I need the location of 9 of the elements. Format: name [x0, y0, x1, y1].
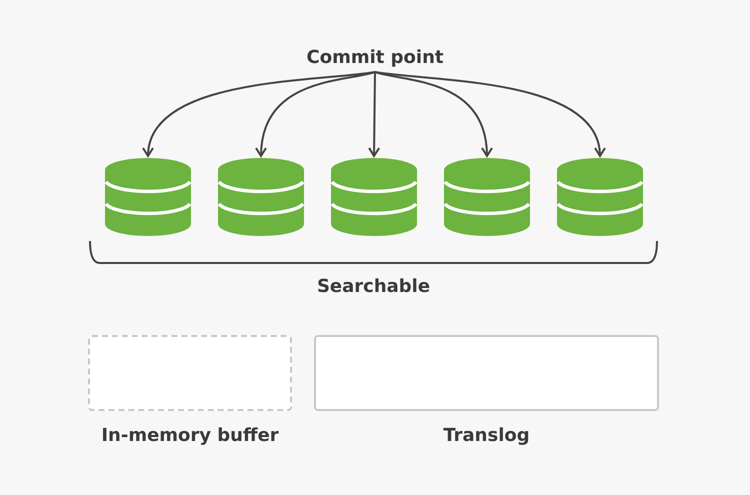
- node-label: Commit point: [300, 44, 450, 72]
- box-label: Translog: [442, 424, 531, 448]
- arrow: [374, 71, 492, 157]
- group-label: Searchable: [316, 276, 432, 297]
- arrow: [368, 72, 380, 157]
- arrow: [374, 71, 604, 157]
- box-label: In-memory buffer: [100, 424, 280, 448]
- arrow: [256, 71, 376, 157]
- arrow: [144, 71, 376, 157]
